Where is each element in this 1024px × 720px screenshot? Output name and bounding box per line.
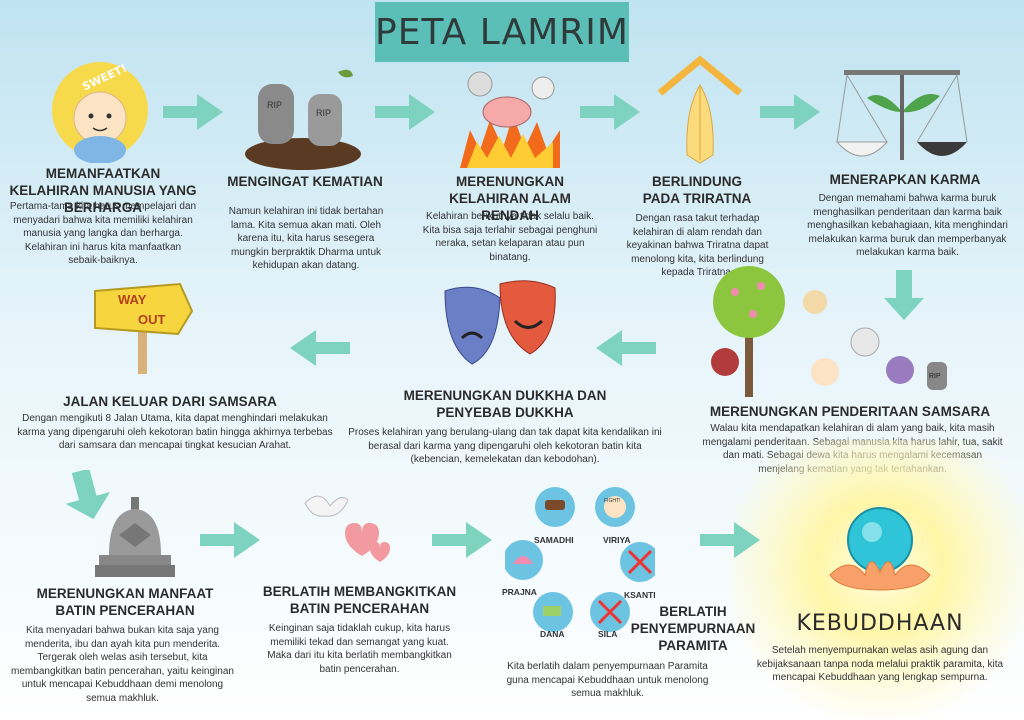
paramita-label-viriya: VIRIYA <box>603 535 631 545</box>
tree-icon <box>713 266 785 338</box>
arrow-right-icon <box>163 94 223 130</box>
step-9-title: MERENUNGKAN MANFAAT BATIN PENCERAHAN <box>36 586 214 618</box>
step-7-desc: Proses kelahiran yang berulang-ulang dan… <box>348 427 662 465</box>
arrow-right-icon <box>580 94 640 130</box>
demon-icon <box>711 348 739 376</box>
paramita-label-samadhi: SAMADHI <box>534 535 574 545</box>
arrow-left-icon <box>596 330 656 366</box>
step-10-desc: Keinginan saja tidaklah cukup, kita haru… <box>267 623 452 675</box>
soil-mound <box>245 138 361 170</box>
happy-mask-icon <box>499 280 556 355</box>
step-11-desc: Kita berlatih dalam penyempurnaan Parami… <box>506 661 709 699</box>
black-pan <box>917 142 967 156</box>
karma-scales-illustration <box>835 70 968 160</box>
dove-hearts-illustration <box>304 495 390 562</box>
step-1-title: MEMANFAATKAN KELAHIRAN MANUSIA YANG BERH… <box>9 166 197 215</box>
arrow-right-icon <box>432 522 492 558</box>
sick-person-icon <box>886 356 914 384</box>
masks-illustration <box>444 280 556 365</box>
ksanti-icon <box>620 542 655 582</box>
step-11-title: BERLATIH PENYEMPURNAAN PARAMITA <box>630 604 756 653</box>
paramita-label-prajna: PRAJNA <box>502 587 537 597</box>
title-banner: PETA LAMRIM <box>375 2 629 62</box>
step-8-desc: Dengan mengikuti 8 Jalan Utama, kita dap… <box>17 413 333 451</box>
step-7-title: MERENUNGKAN DUKKHA DAN PENYEBAB DUKKHA <box>403 388 607 420</box>
svg-text:OUT: OUT <box>138 312 166 327</box>
heart-icon <box>370 542 390 562</box>
sprout-icon <box>867 94 940 113</box>
dove-icon <box>304 495 349 517</box>
paramita-label-ksanti: KSANTI <box>624 590 656 600</box>
step-6-title: MERENUNGKAN PENDERITAAN SAMSARA <box>709 404 991 419</box>
sign-arrow <box>94 282 194 336</box>
sad-mask-icon <box>444 286 501 365</box>
step-2-title: MENGINGAT KEMATIAN <box>227 174 383 189</box>
samsara-suffering-illustration: RIP <box>711 266 947 397</box>
step-5-desc: Dengan memahami bahwa karma buruk mengha… <box>807 193 1008 258</box>
step-2-desc: Namun kelahiran ini tidak bertahan lama.… <box>228 206 384 271</box>
arrow-down-icon <box>65 470 110 520</box>
lower-realm-illustration <box>460 71 560 168</box>
step-5-title: MENERAPKAN KARMA <box>829 172 981 187</box>
page-title: PETA LAMRIM <box>375 11 629 53</box>
arrow-right-icon <box>760 94 820 130</box>
fire-icon <box>460 115 560 168</box>
buddhahood-lotus-illustration <box>829 507 931 591</box>
baby-icon <box>811 358 839 386</box>
lotus-icon <box>829 561 931 591</box>
arrow-down-icon <box>884 270 924 320</box>
arrow-right-icon <box>200 522 260 558</box>
paramita-label-dana: DANA <box>540 629 565 639</box>
graves-illustration: RIP RIP <box>245 69 361 170</box>
arrow-right-icon <box>700 522 760 558</box>
white-pan <box>835 141 889 157</box>
svg-text:WAY: WAY <box>118 292 147 307</box>
praying-hands-illustration <box>657 55 743 164</box>
step-4-desc: Dengan rasa takut terhadap kelahiran di … <box>626 213 769 278</box>
arrow-left-icon <box>290 330 350 366</box>
elder-icon <box>850 327 880 357</box>
step-1-desc: Pertama-tama kita harus mempelajari dan … <box>9 201 197 266</box>
paramita-circle-illustration: FIGHT! <box>505 487 655 632</box>
step-12-desc: Setelah menyempurnakan welas asih agung … <box>756 645 1004 683</box>
step-3-title: MERENUNGKAN KELAHIRAN ALAM RENDAH <box>449 174 571 223</box>
orb-icon <box>847 507 913 573</box>
arrow-right-icon <box>375 94 435 130</box>
way-out-sign-illustration: WAY OUT <box>94 282 194 374</box>
svg-text:FIGHT!: FIGHT! <box>604 498 620 504</box>
stupa-illustration <box>95 497 175 577</box>
step-9-desc: Kita menyadari bahwa bukan kita saja yan… <box>11 625 234 704</box>
svg-text:RIP: RIP <box>316 108 331 118</box>
step-4-title: BERLINDUNG PADA TRIRATNA <box>642 174 752 206</box>
step-3-desc: Kelahiran berikutnya tidak selalu baik. … <box>422 211 598 263</box>
step-10-title: BERLATIH MEMBANGKITKAN BATIN PENCERAHAN <box>262 584 457 616</box>
paramita-label-sila: SILA <box>598 629 618 639</box>
step-8-title: JALAN KELUAR DARI SAMSARA <box>63 394 277 409</box>
svg-text:RIP: RIP <box>929 373 941 380</box>
precious-human-birth-illustration: SWEET! <box>52 62 148 163</box>
step-12-title: KEBUDDHAAN <box>796 611 964 636</box>
svg-text:RIP: RIP <box>267 100 282 110</box>
roof-icon <box>657 55 743 96</box>
pig-icon <box>482 96 532 128</box>
